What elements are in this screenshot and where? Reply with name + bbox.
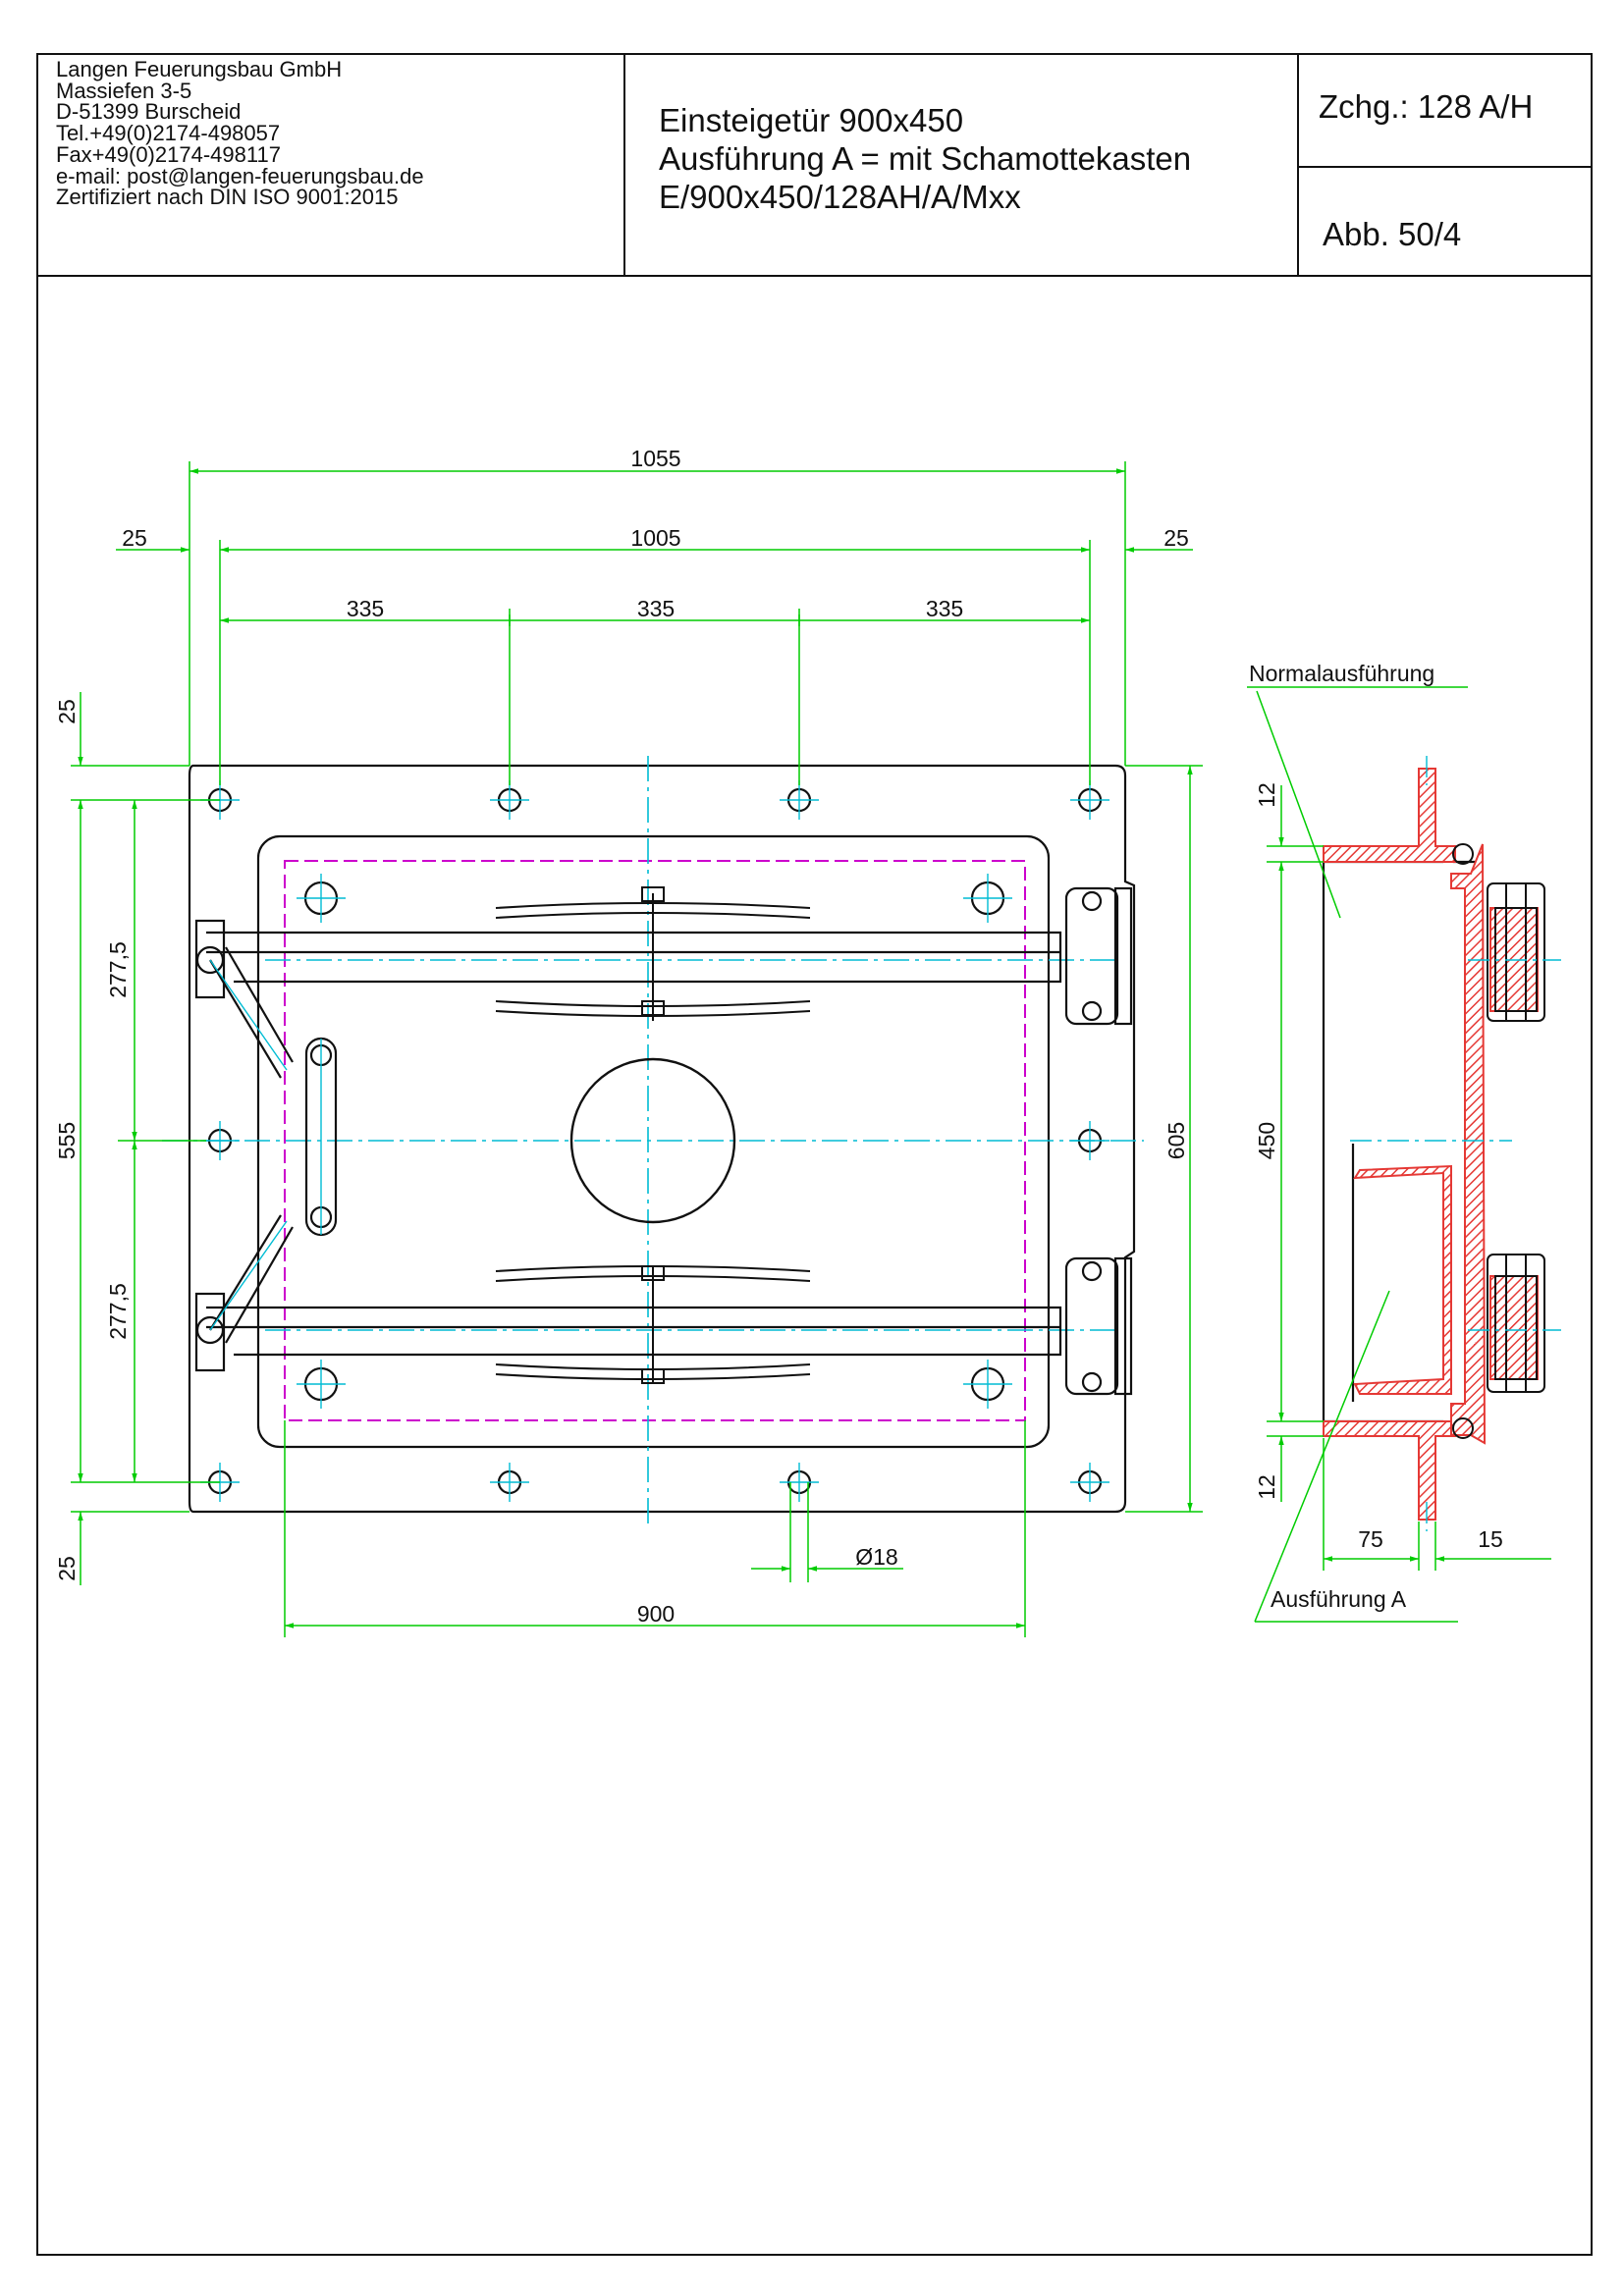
title-line-1: Einsteigetür 900x450 [659, 102, 964, 138]
dim-half-height-bottom: 277,5 [105, 1283, 131, 1340]
dim-side-depth: 75 [1358, 1526, 1383, 1552]
side-centerlines [1350, 756, 1561, 1531]
dim-pitch-2: 335 [637, 596, 675, 621]
drawing-number: Zchg.: 128 A/H [1319, 88, 1534, 125]
peep-hole [569, 1057, 736, 1224]
dim-hole-dia: Ø18 [855, 1544, 897, 1570]
company-line: Tel.+49(0)2174-498057 [56, 121, 281, 146]
dim-edge-right: 25 [1163, 525, 1189, 551]
company-line: Zertifiziert nach DIN ISO 9001:2015 [56, 185, 399, 210]
lower-spring-arcs [495, 1265, 811, 1384]
dim-opening-width: 900 [637, 1601, 675, 1627]
dim-pitch-3: 335 [926, 596, 963, 621]
upper-spring-arcs [495, 886, 811, 1021]
dim-hole-span-vertical: 555 [54, 1122, 80, 1159]
dim-overall-width: 1055 [630, 446, 680, 471]
front-dim-lines [71, 461, 1203, 1637]
door-opening-hidden [284, 860, 1026, 1421]
company-line: Fax+49(0)2174-498117 [56, 141, 281, 167]
dim-side-opening: 450 [1254, 1122, 1279, 1159]
company-line: Massiefen 3-5 [56, 78, 192, 103]
dim-pitch-1: 335 [347, 596, 384, 621]
dim-edge-left: 25 [122, 525, 147, 551]
title-line-3: E/900x450/128AH/A/Mxx [659, 179, 1021, 215]
title-line-2: Ausführung A = mit Schamottekasten [659, 140, 1192, 177]
drawing-title: Einsteigetür 900x450 Ausführung A = mit … [659, 101, 1191, 216]
company-line: e-mail: post@langen-feuerungsbau.de [56, 163, 424, 188]
dim-edge-top: 25 [54, 699, 80, 724]
side-section-view: 12 450 12 75 15 Normalausführung Ausführ… [1247, 661, 1561, 1623]
dim-half-height-top: 277,5 [105, 941, 131, 998]
label-normal: Normalausführung [1249, 661, 1434, 686]
inner-hole-crosses [297, 874, 1012, 1409]
company-line: D-51399 Burscheid [56, 99, 242, 125]
dim-side-top: 12 [1254, 782, 1279, 808]
sheet-frame [36, 53, 1593, 2256]
front-view: 1055 1005 25 25 335 335 335 900 Ø18 25 2… [54, 446, 1203, 1637]
dim-edge-bottom: 25 [54, 1556, 80, 1581]
linkage-centerlines [209, 959, 322, 1331]
upper-lever [194, 886, 1133, 1026]
dim-hole-span: 1005 [630, 525, 680, 551]
dim-side-flange: 15 [1478, 1526, 1503, 1552]
dim-overall-height: 605 [1163, 1122, 1189, 1159]
dim-side-bottom: 12 [1254, 1474, 1279, 1500]
lower-lever [194, 1256, 1133, 1396]
company-line: Langen Feuerungsbau GmbH [56, 57, 343, 81]
company-info: Langen Feuerungsbau GmbH Massiefen 3-5 D… [56, 59, 424, 208]
centerlines [162, 756, 1144, 1526]
door-frame-plate [188, 764, 1136, 1514]
section-hatch [1323, 768, 1539, 1521]
figure-number: Abb. 50/4 [1323, 216, 1462, 252]
label-version-a: Ausführung A [1271, 1586, 1407, 1612]
door-inner-frame [256, 834, 1051, 1449]
side-dim-lines [1247, 686, 1551, 1623]
